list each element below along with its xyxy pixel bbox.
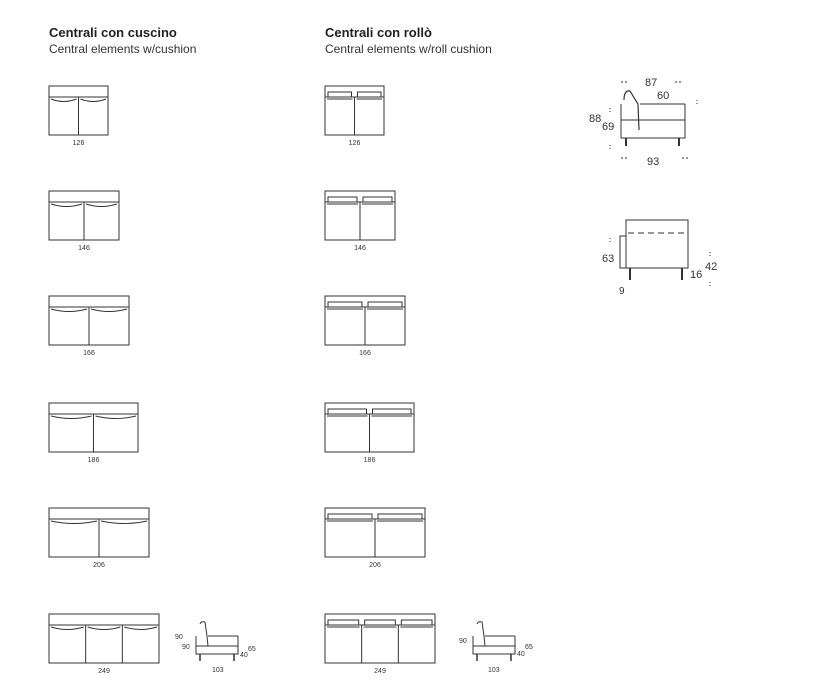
roll-cushion (372, 408, 412, 415)
cushion-module-width-label: 186 (88, 457, 100, 464)
roll-module-outline (324, 613, 436, 664)
cushion-modules: 126 146 166 186 206 249 (48, 85, 160, 675)
roll-module-width-label: 249 (374, 668, 386, 675)
roll-module (324, 295, 406, 346)
side-view-large-backrest (623, 90, 640, 131)
roll-cushion (327, 91, 352, 98)
small-dim-height-top: 90 (175, 634, 183, 641)
roll-cushion (327, 196, 358, 203)
cushion-module (48, 295, 130, 346)
cushion-module-width-label: 146 (78, 245, 90, 252)
cushion-seat-curve (50, 520, 98, 524)
cushion-seat-curve (50, 203, 83, 207)
roll-module (324, 613, 436, 664)
cushion-seat-curve (85, 203, 118, 207)
roll-module (324, 507, 426, 558)
cushion-seat-curve (100, 520, 148, 524)
dim-top-depth: 87 (645, 77, 657, 89)
cushion-seat-curve (90, 308, 128, 312)
cushion-module (48, 402, 139, 453)
cushion-seat-curve (50, 626, 84, 630)
roll-module-width-label: 126 (349, 140, 361, 147)
roll-cushion (327, 513, 373, 520)
roll-cushion (400, 619, 433, 626)
small-dim-height-inner: 90 (182, 644, 190, 651)
roll-cushion (357, 91, 382, 98)
cushion-seat-curve (95, 415, 137, 419)
cushion-module (48, 190, 120, 241)
roll-cushion (327, 408, 367, 415)
small-roll-dim-depth: 103 (488, 667, 500, 674)
roll-section-subtitle: Central elements w/roll cushion (325, 42, 492, 56)
cushion-module-width-label: 206 (93, 562, 105, 569)
roll-cushion (377, 513, 423, 520)
roll-cushion (367, 301, 403, 308)
roll-module (324, 402, 415, 453)
cushion-module-width-label: 126 (73, 140, 85, 147)
cushion-seat-curve (50, 98, 77, 102)
cushion-seat-curve (87, 626, 121, 630)
cushion-section-title: Centrali con cuscino (49, 25, 177, 40)
roll-cushion (364, 619, 396, 626)
cushion-module-width-label: 249 (98, 668, 110, 675)
dim-roll-leg-height: 16 (690, 269, 702, 281)
small-roll-dim-seat-height: 65 (525, 644, 533, 651)
roll-module-width-label: 166 (359, 350, 371, 357)
dim-roll-seat-height: 42 (705, 261, 717, 273)
cushion-module-width-label: 166 (83, 350, 95, 357)
dim-roll-depth: 9 (619, 286, 625, 297)
roll-cushion (327, 619, 360, 626)
side-view-large-seat (620, 119, 686, 139)
cushion-module-outline (48, 613, 160, 664)
side-view-roll (609, 219, 711, 286)
small-roll-dim-leg-height: 40 (517, 651, 525, 658)
cushion-seat-curve (50, 308, 88, 312)
roll-cushion (362, 196, 393, 203)
roll-section-title: Centrali con rollò (325, 25, 432, 40)
small-dim-leg-height: 40 (240, 652, 248, 659)
dim-back-height: 69 (602, 121, 614, 133)
dim-roll-height: 63 (602, 253, 614, 265)
roll-module-width-label: 186 (364, 457, 376, 464)
side-view-roll-cushion (619, 235, 626, 269)
small-dim-depth: 103 (212, 667, 224, 674)
small-side-view-roll (472, 621, 516, 661)
small-dim-seat-height: 65 (248, 646, 256, 653)
cushion-seat-curve (124, 626, 158, 630)
roll-module (324, 190, 396, 241)
cushion-module (48, 85, 109, 136)
side-view-roll-body (625, 219, 689, 269)
small-side-view-cushion (195, 621, 239, 661)
dim-seat-depth: 60 (657, 90, 669, 102)
small-roll-dim-height-top: 90 (459, 638, 467, 645)
roll-cushion (327, 301, 363, 308)
cushion-module (48, 613, 160, 664)
roll-modules: 126 146 166 186 206 249 (324, 85, 436, 675)
dim-total-height: 88 (589, 113, 601, 125)
cushion-section-subtitle: Central elements w/cushion (49, 42, 197, 56)
roll-module (324, 85, 385, 136)
roll-module-width-label: 146 (354, 245, 366, 252)
cushion-seat-curve (80, 98, 107, 102)
roll-module-width-label: 206 (369, 562, 381, 569)
cushion-seat-curve (50, 415, 92, 419)
cushion-module (48, 507, 150, 558)
side-view-large (609, 81, 698, 159)
dim-depth: 93 (647, 156, 659, 168)
